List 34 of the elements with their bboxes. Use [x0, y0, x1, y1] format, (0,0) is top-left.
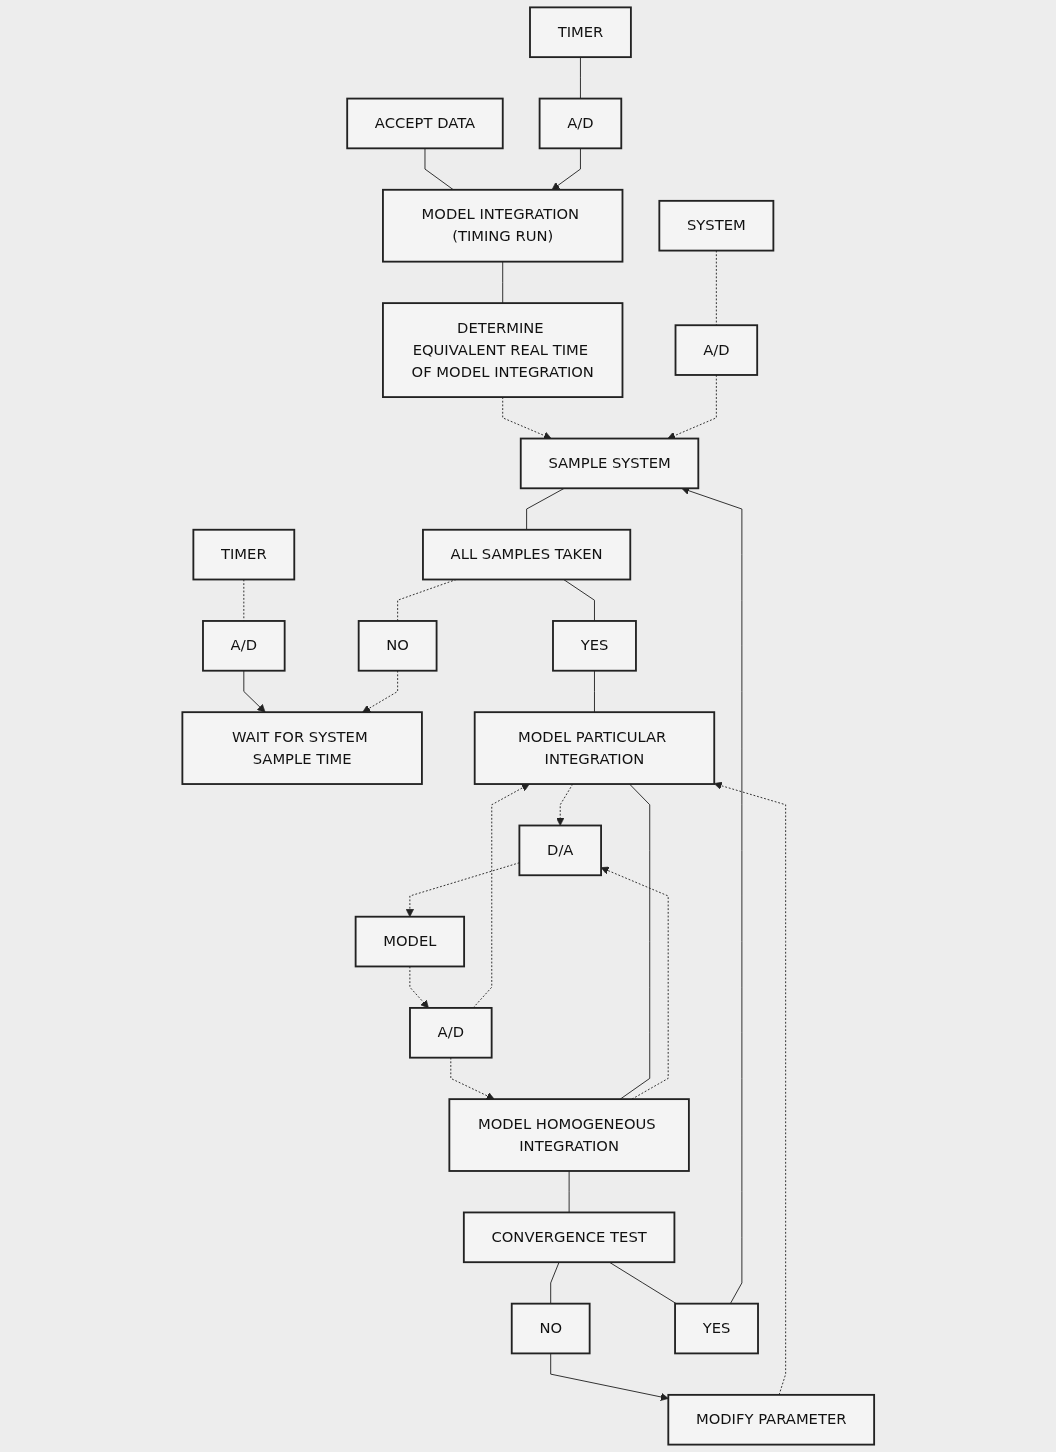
node-box: A/D: [674, 324, 758, 376]
node-box: TIMER: [528, 6, 632, 59]
connector: [424, 147, 454, 191]
node-box: D/A: [518, 824, 602, 877]
node-box: MODEL: [354, 915, 465, 968]
connector: [550, 1261, 560, 1305]
node-box: MODIFY PARAMETER: [667, 1393, 875, 1446]
connector: [715, 250, 717, 326]
connector: [593, 670, 595, 713]
node-box: TIMER: [192, 528, 295, 581]
node-box: MODEL INTEGRATION (TIMING RUN): [381, 188, 624, 263]
node-box: WAIT FOR SYSTEM SAMPLE TIME: [181, 711, 423, 785]
connector: [619, 783, 650, 1100]
node-box: SYSTEM: [658, 199, 775, 252]
connector: [562, 579, 595, 622]
node-box: A/D: [408, 1007, 493, 1059]
node-box: YES: [551, 620, 637, 672]
connector: [608, 1261, 677, 1305]
node-box: DETERMINE EQUIVALENT REAL TIME OF MODEL INTEGRATION: [381, 302, 624, 398]
connector: [525, 487, 565, 531]
node-box: SAMPLE SYSTEM: [519, 437, 699, 490]
node-box: CONVERGENCE TEST: [462, 1211, 676, 1264]
connector: [502, 261, 503, 304]
node-box: A/D: [538, 97, 622, 150]
node-box: ACCEPT DATA: [346, 97, 504, 150]
node-box: A/D: [201, 620, 286, 672]
node-box: ALL SAMPLES TAKEN: [421, 528, 631, 581]
connector: [579, 56, 581, 100]
node-box: MODEL PARTICULAR INTEGRATION: [473, 711, 715, 785]
node-box: NO: [510, 1302, 591, 1355]
node-box: NO: [357, 620, 438, 672]
node-box: YES: [673, 1302, 759, 1355]
connector: [568, 1170, 570, 1213]
node-box: MODEL HOMOGENEOUS INTEGRATION: [448, 1098, 690, 1172]
